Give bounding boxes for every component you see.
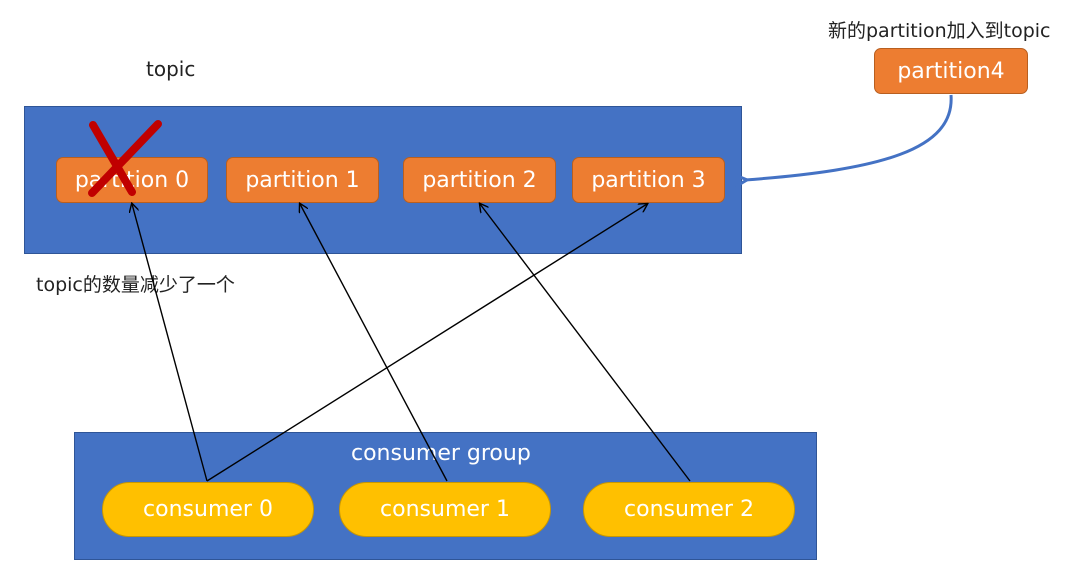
assignment-line-c0-p0 [132, 204, 208, 482]
new-partition-caption: 新的partition加入到topic [828, 20, 1051, 42]
add-partition-arrow [745, 94, 953, 180]
partition-3-label: partition 3 [591, 167, 706, 193]
removed-caption: topic的数量减少了一个 [36, 274, 235, 296]
partition-4-new: partition4 [874, 48, 1028, 94]
topic-label: topic [146, 57, 196, 81]
partition-4-label: partition4 [897, 58, 1005, 84]
consumer-1: consumer 1 [339, 482, 551, 537]
consumer-0-label: consumer 0 [143, 497, 273, 522]
partition-3: partition 3 [572, 157, 725, 203]
partition-1-label: partition 1 [245, 167, 360, 193]
partition-2-label: partition 2 [422, 167, 537, 193]
assignment-line-c1-p1 [300, 204, 448, 482]
consumer-1-label: consumer 1 [380, 497, 510, 522]
removed-x-icon [88, 120, 162, 197]
consumer-0: consumer 0 [102, 482, 314, 537]
assignment-line-c0-p3 [206, 204, 647, 482]
assignment-line-c2-p2 [480, 204, 691, 482]
consumer-2: consumer 2 [583, 482, 795, 537]
consumer-2-label: consumer 2 [624, 497, 754, 522]
consumer-group-title: consumer group [351, 441, 531, 466]
partition-2: partition 2 [403, 157, 556, 203]
